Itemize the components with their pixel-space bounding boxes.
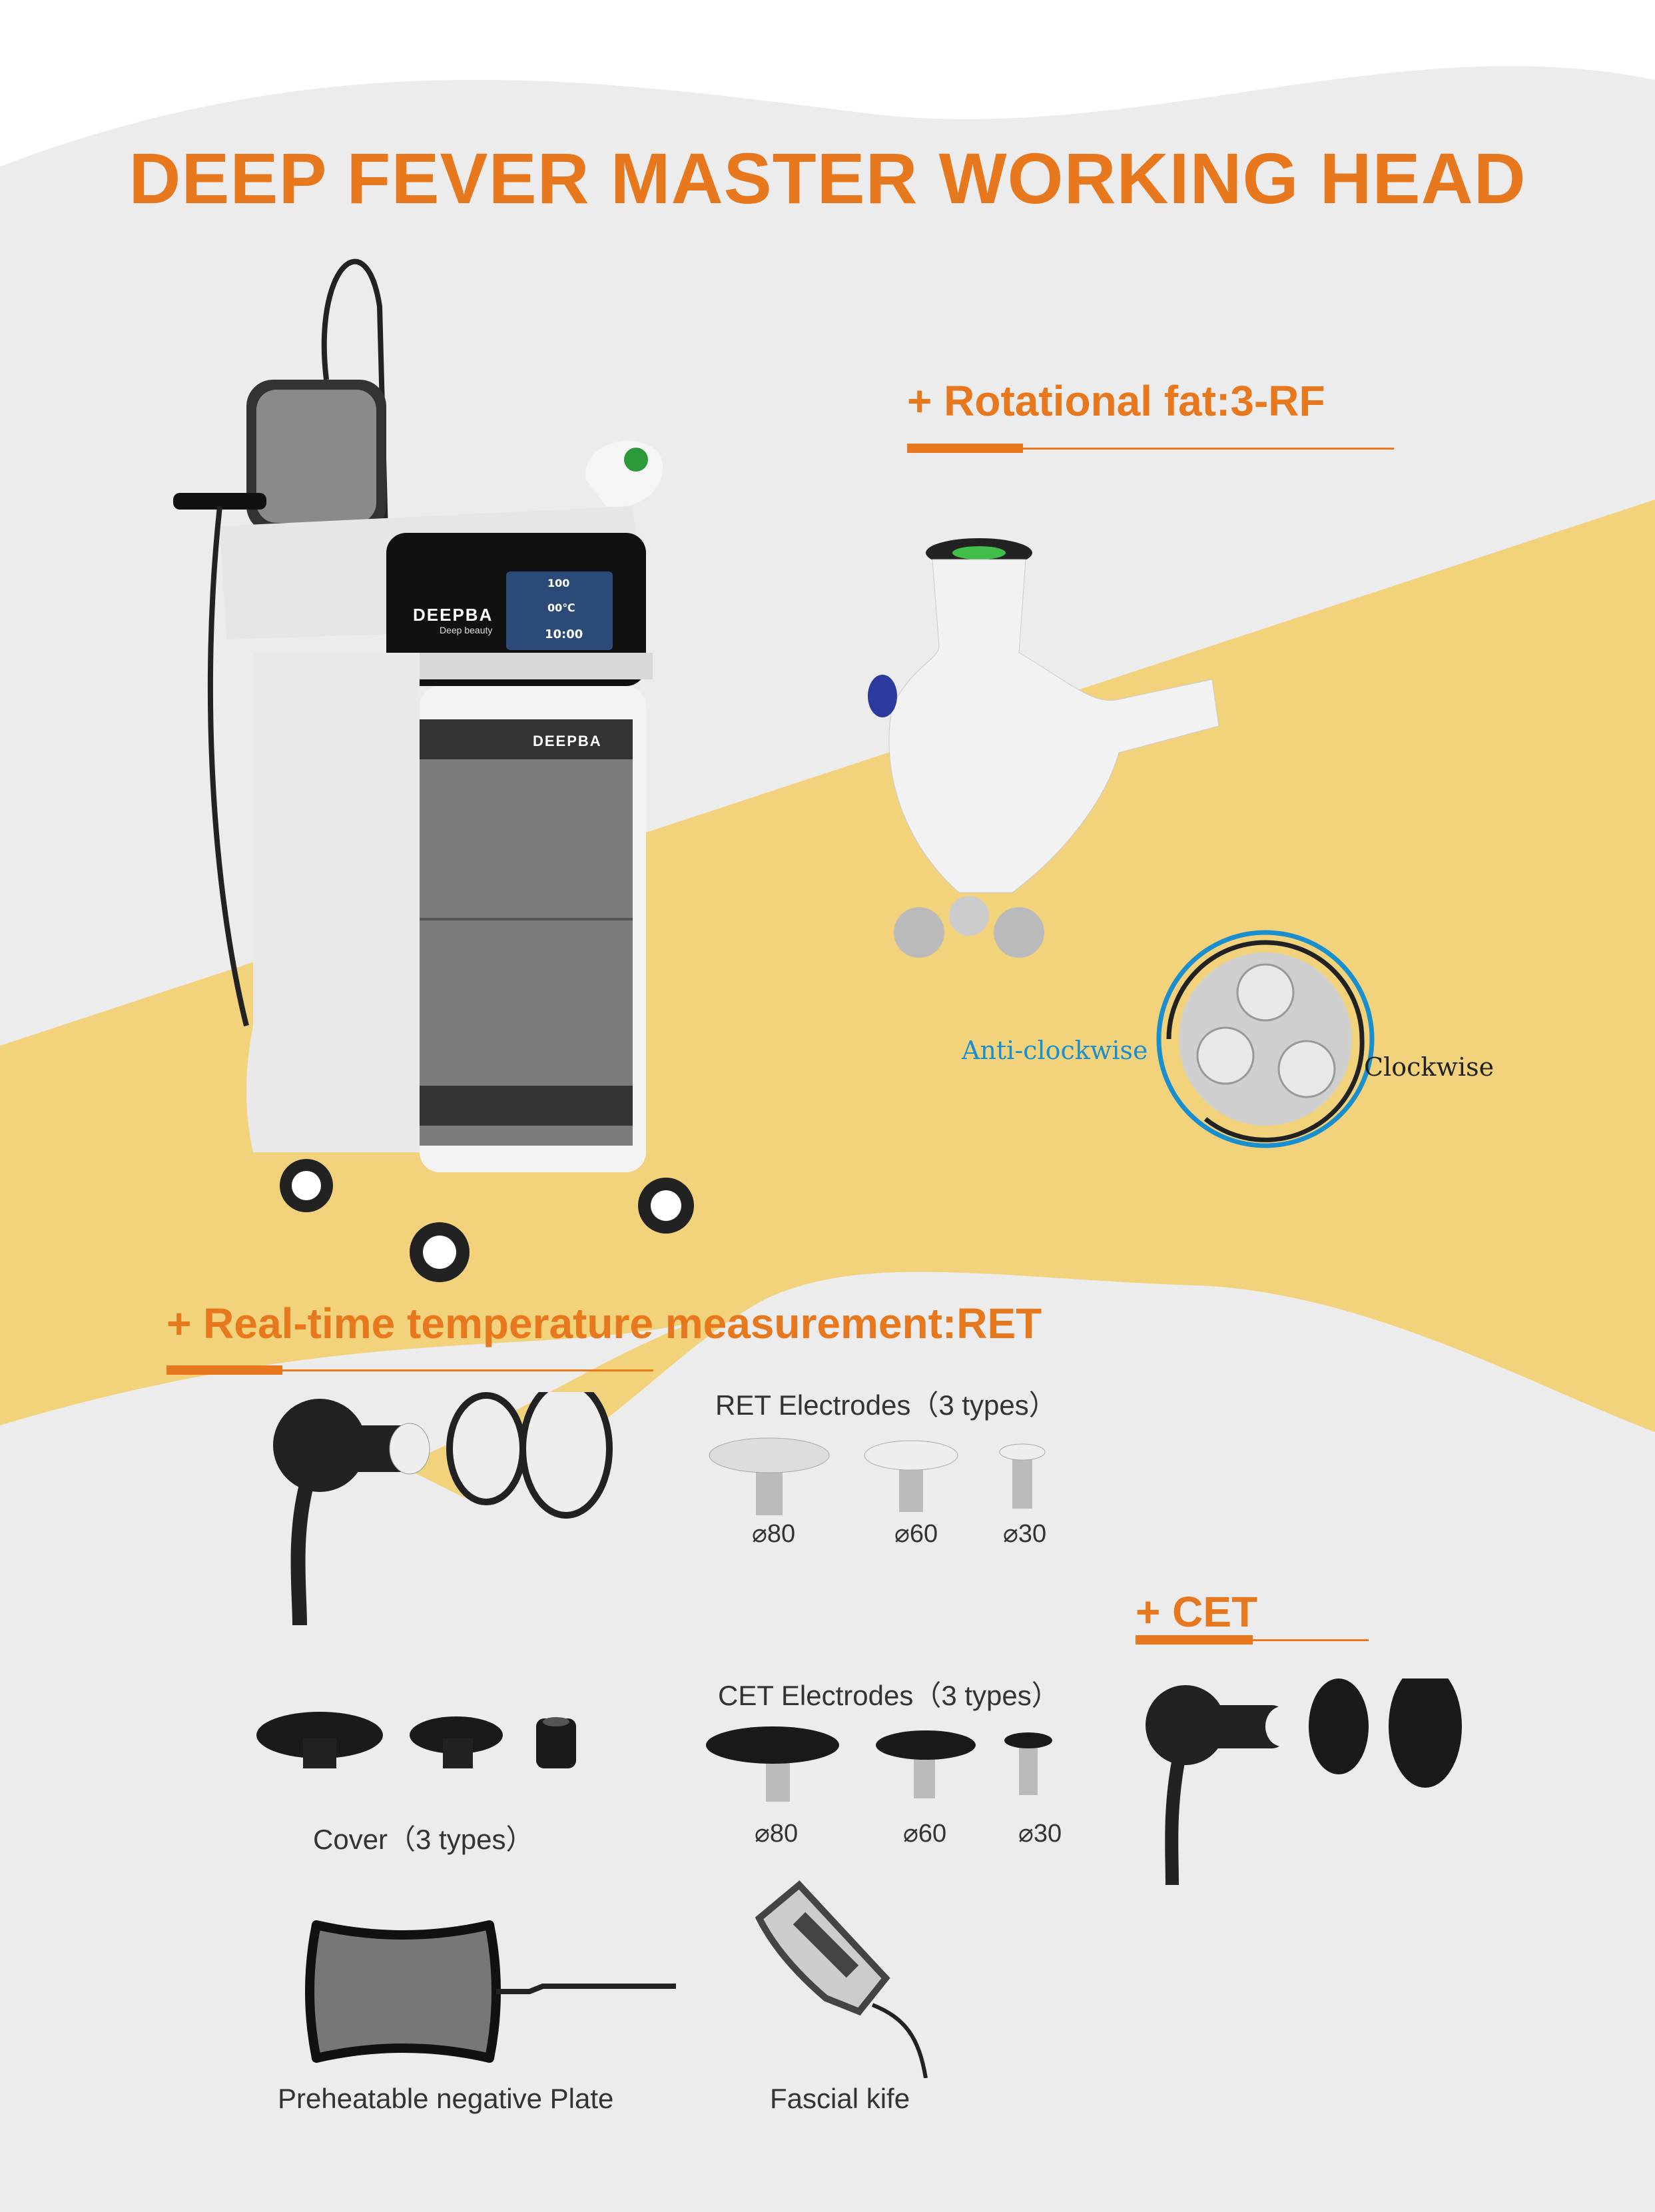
cet-handpiece: [1146, 1678, 1462, 1886]
rotational-underline-thin: [1023, 448, 1394, 450]
anticlockwise-label: Anti-clockwise: [962, 1036, 1148, 1065]
plate-label: Preheatable negative Plate: [278, 2083, 614, 2114]
ret-size-30: ⌀30: [1003, 1520, 1047, 1548]
machine-screen: 100 00℃ 10:00: [506, 571, 613, 650]
rotation-diagram: [1156, 930, 1375, 1148]
negative-plate: [305, 1920, 676, 2063]
cet-underline-thin: [1253, 1639, 1369, 1641]
cet-size-60: ⌀60: [903, 1820, 947, 1848]
screen-time: 10:00: [545, 627, 583, 641]
ret-handpiece: [273, 1392, 613, 1626]
ret-electrodes: [709, 1437, 1046, 1515]
fascial-knife: [755, 1880, 928, 2078]
screen-temperature: 00℃: [547, 601, 575, 614]
screen-intensity: 100: [547, 577, 570, 589]
ret-electrodes-label: RET Electrodes（3 types）: [715, 1389, 1057, 1421]
ret-underline-thick: [166, 1365, 282, 1375]
machine-brand: DEEPBA: [413, 605, 494, 625]
cabinet-brand: DEEPBA: [533, 733, 602, 749]
cover-label: Cover（3 types）: [313, 1824, 534, 1855]
cet-electrodes: [706, 1726, 1052, 1802]
rotational-underline-thick: [907, 444, 1023, 453]
cover-pieces: [256, 1712, 576, 1768]
cet-heading: + CET: [1136, 1588, 1258, 1636]
ret-heading: + Real-time temperature measurement:RET: [166, 1299, 1042, 1347]
ret-size-80: ⌀80: [752, 1520, 796, 1548]
cet-electrodes-label: CET Electrodes（3 types）: [718, 1680, 1060, 1711]
rotational-handpiece: [868, 538, 1219, 958]
rotational-heading: + Rotational fat:3-RF: [907, 377, 1325, 425]
machine-tagline: Deep beauty: [440, 625, 493, 635]
page-title: DEEP FEVER MASTER WORKING HEAD: [129, 138, 1526, 218]
ret-size-60: ⌀60: [894, 1520, 938, 1548]
knife-label: Fascial kife: [770, 2083, 910, 2114]
cet-size-80: ⌀80: [755, 1820, 799, 1848]
machine-illustration: [173, 258, 694, 1282]
cet-size-30: ⌀30: [1018, 1820, 1062, 1848]
ret-underline-thin: [282, 1369, 653, 1371]
cet-underline-thick: [1136, 1635, 1253, 1645]
clockwise-label: Clockwise: [1364, 1052, 1494, 1082]
